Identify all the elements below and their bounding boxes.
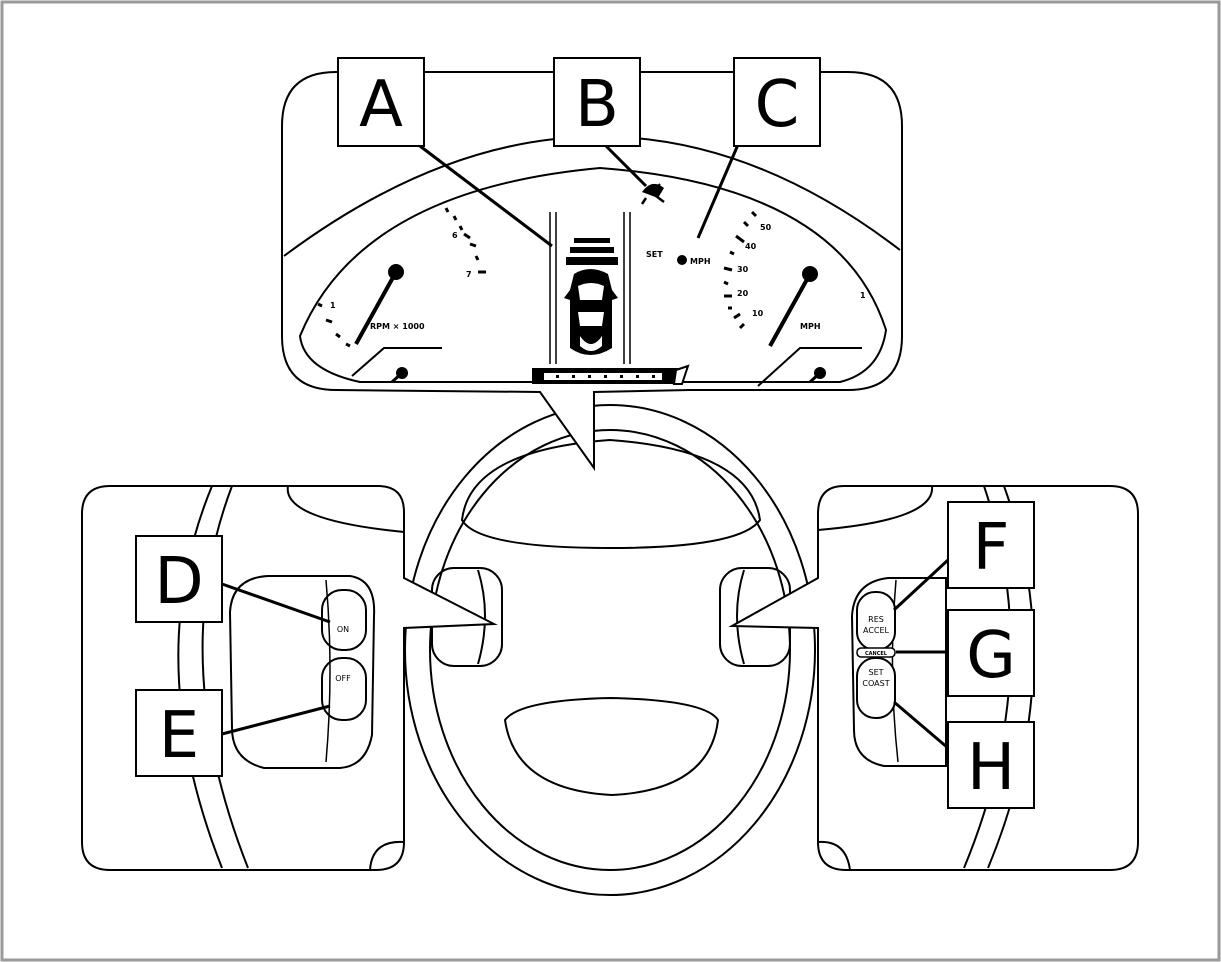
speed-mark-30: 30 [737, 265, 749, 274]
callout-a: A [337, 57, 425, 147]
tach-unit: RPM × 1000 [370, 322, 425, 331]
odometer-dots [556, 375, 655, 378]
leader-h [893, 700, 949, 750]
speed-unit: MPH [800, 322, 821, 331]
speed-ticks [723, 210, 758, 330]
wheel-lower-opening [503, 696, 720, 797]
mph-indicator-lamp [677, 255, 687, 265]
leader-d [221, 582, 331, 624]
car-icon [564, 269, 618, 355]
wheel-left-pad-inner [477, 569, 486, 665]
leader-b [598, 138, 648, 188]
tach-hub [388, 264, 404, 280]
callout-e-label: E [159, 699, 199, 773]
tach-mark-7: 7 [466, 270, 472, 279]
speed-edge-mark: 1 [860, 291, 866, 300]
tach-ticks [317, 207, 486, 348]
speedometer: 50 40 30 20 10 MPH 1 [723, 210, 866, 384]
coast-label: COAST [862, 679, 889, 688]
callout-f-label: F [973, 511, 1010, 585]
speed-mark-10: 10 [752, 309, 764, 318]
callout-g-label: G [966, 619, 1016, 693]
left-panel-wheel-arcs [177, 485, 405, 871]
callout-g: G [947, 609, 1035, 697]
callout-f: F [947, 501, 1035, 589]
res-label: RES [868, 615, 884, 624]
tach-small-needle [390, 371, 404, 384]
callout-h-label: H [967, 731, 1015, 805]
callout-c-label: C [755, 68, 800, 142]
on-button-label: ON [337, 625, 349, 634]
speed-mark-20: 20 [737, 289, 749, 298]
speed-hub [802, 266, 818, 282]
off-button-label: OFF [335, 674, 351, 683]
callout-e: E [135, 689, 223, 777]
mph-indicator-text: MPH [690, 257, 711, 266]
leader-e [221, 704, 331, 736]
callout-c: C [733, 57, 821, 147]
cluster-dial-face [298, 166, 888, 383]
callout-a-label: A [359, 68, 403, 142]
distance-bars-icon [566, 238, 618, 265]
callout-d-label: D [154, 545, 203, 619]
set-coast-button[interactable] [856, 657, 896, 719]
callout-b: B [553, 57, 641, 147]
speed-mark-50: 50 [760, 223, 772, 232]
speed-small-needle [808, 371, 822, 384]
leader-c [696, 139, 742, 239]
leader-a [411, 138, 553, 248]
set-indicator: SET [646, 250, 663, 259]
callout-d: D [135, 535, 223, 623]
accel-label: ACCEL [863, 626, 890, 635]
speed-mark-40: 40 [745, 242, 757, 251]
callout-h: H [947, 721, 1035, 809]
speed-needle [768, 273, 812, 347]
odometer-button [672, 364, 690, 385]
tach-mark-6: 6 [452, 231, 458, 240]
wheel-upper-opening [460, 438, 762, 550]
callout-b-label: B [575, 68, 619, 142]
tachometer: 1 6 7 RPM × 1000 [317, 207, 486, 384]
leader-lines [221, 138, 950, 750]
tach-needle [354, 271, 398, 345]
instrument-cluster: 1 6 7 RPM × 1000 [281, 71, 903, 472]
set-label: SET [868, 668, 883, 677]
cancel-label: CANCEL [865, 651, 888, 657]
cruise-display [532, 212, 690, 385]
cruise-indicator-icon [640, 183, 665, 205]
leader-f [892, 558, 950, 612]
off-button[interactable] [321, 657, 367, 721]
tach-mark-1: 1 [330, 301, 336, 310]
wheel-right-pad-inner [736, 569, 745, 665]
right-switch-panel: RES ACCEL CANCEL SET COAST [728, 485, 1139, 871]
left-switch-edge [325, 579, 331, 763]
